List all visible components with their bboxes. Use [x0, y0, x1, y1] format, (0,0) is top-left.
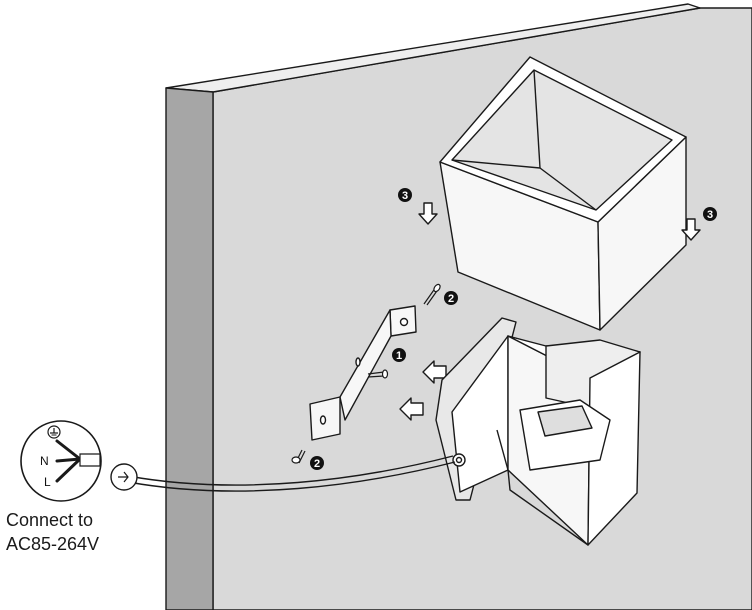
- connect-label-line1: Connect to: [6, 510, 93, 530]
- step-number: 1: [396, 350, 402, 362]
- wall-side-edge: [165, 87, 214, 610]
- power-cable: [127, 455, 456, 492]
- step-number: 2: [314, 458, 320, 470]
- left-arrow-icon-lower: [399, 397, 424, 421]
- step-number: 3: [402, 190, 408, 202]
- housing-edge-detail-2: [507, 469, 589, 546]
- housing-right-face: [587, 351, 641, 546]
- bracket-hole-front: [319, 415, 327, 425]
- light-housing: [435, 317, 641, 546]
- down-arrow-icon-right: [681, 218, 701, 241]
- screw-middle: [367, 369, 389, 379]
- step-badge-3-left: 3: [398, 188, 412, 202]
- bracket-bar: [339, 309, 392, 421]
- cable-entry-circle: [110, 463, 138, 491]
- screw-bottom: [291, 449, 306, 464]
- cover-inner-edge: [539, 167, 597, 211]
- neutral-label: N: [40, 454, 49, 468]
- connect-label-line2: AC85-264V: [6, 534, 99, 554]
- left-arrow-icon-upper: [422, 360, 447, 384]
- step-number: 2: [448, 293, 454, 305]
- wall-face: [212, 7, 752, 610]
- ground-icon: [47, 425, 61, 439]
- step-badge-2-top: 2: [444, 291, 458, 305]
- cable-gland-inner: [455, 456, 463, 464]
- cover-inner-edge-2: [451, 159, 541, 169]
- bracket-hole-top: [399, 317, 409, 327]
- cover-opening: [451, 69, 673, 211]
- step-number: 3: [707, 209, 713, 221]
- step-badge-3-right: 3: [703, 207, 717, 221]
- step-badge-2-bottom: 2: [310, 456, 324, 470]
- wire-bundle: [55, 439, 82, 483]
- live-label: L: [44, 475, 51, 489]
- step-badge-1: 1: [392, 348, 406, 362]
- cover-inner-corner: [533, 69, 541, 169]
- wiring-detail: N L: [20, 420, 102, 502]
- terminal-slot: [537, 405, 593, 437]
- housing-edge-detail: [496, 429, 509, 471]
- down-arrow-icon-left: [418, 202, 438, 225]
- cable-sheath: [79, 453, 101, 467]
- wall: [165, 3, 752, 610]
- cover-box: [439, 56, 687, 331]
- screw-top: [423, 283, 441, 306]
- mounting-bracket: [309, 305, 417, 441]
- bracket-slot: [355, 357, 361, 367]
